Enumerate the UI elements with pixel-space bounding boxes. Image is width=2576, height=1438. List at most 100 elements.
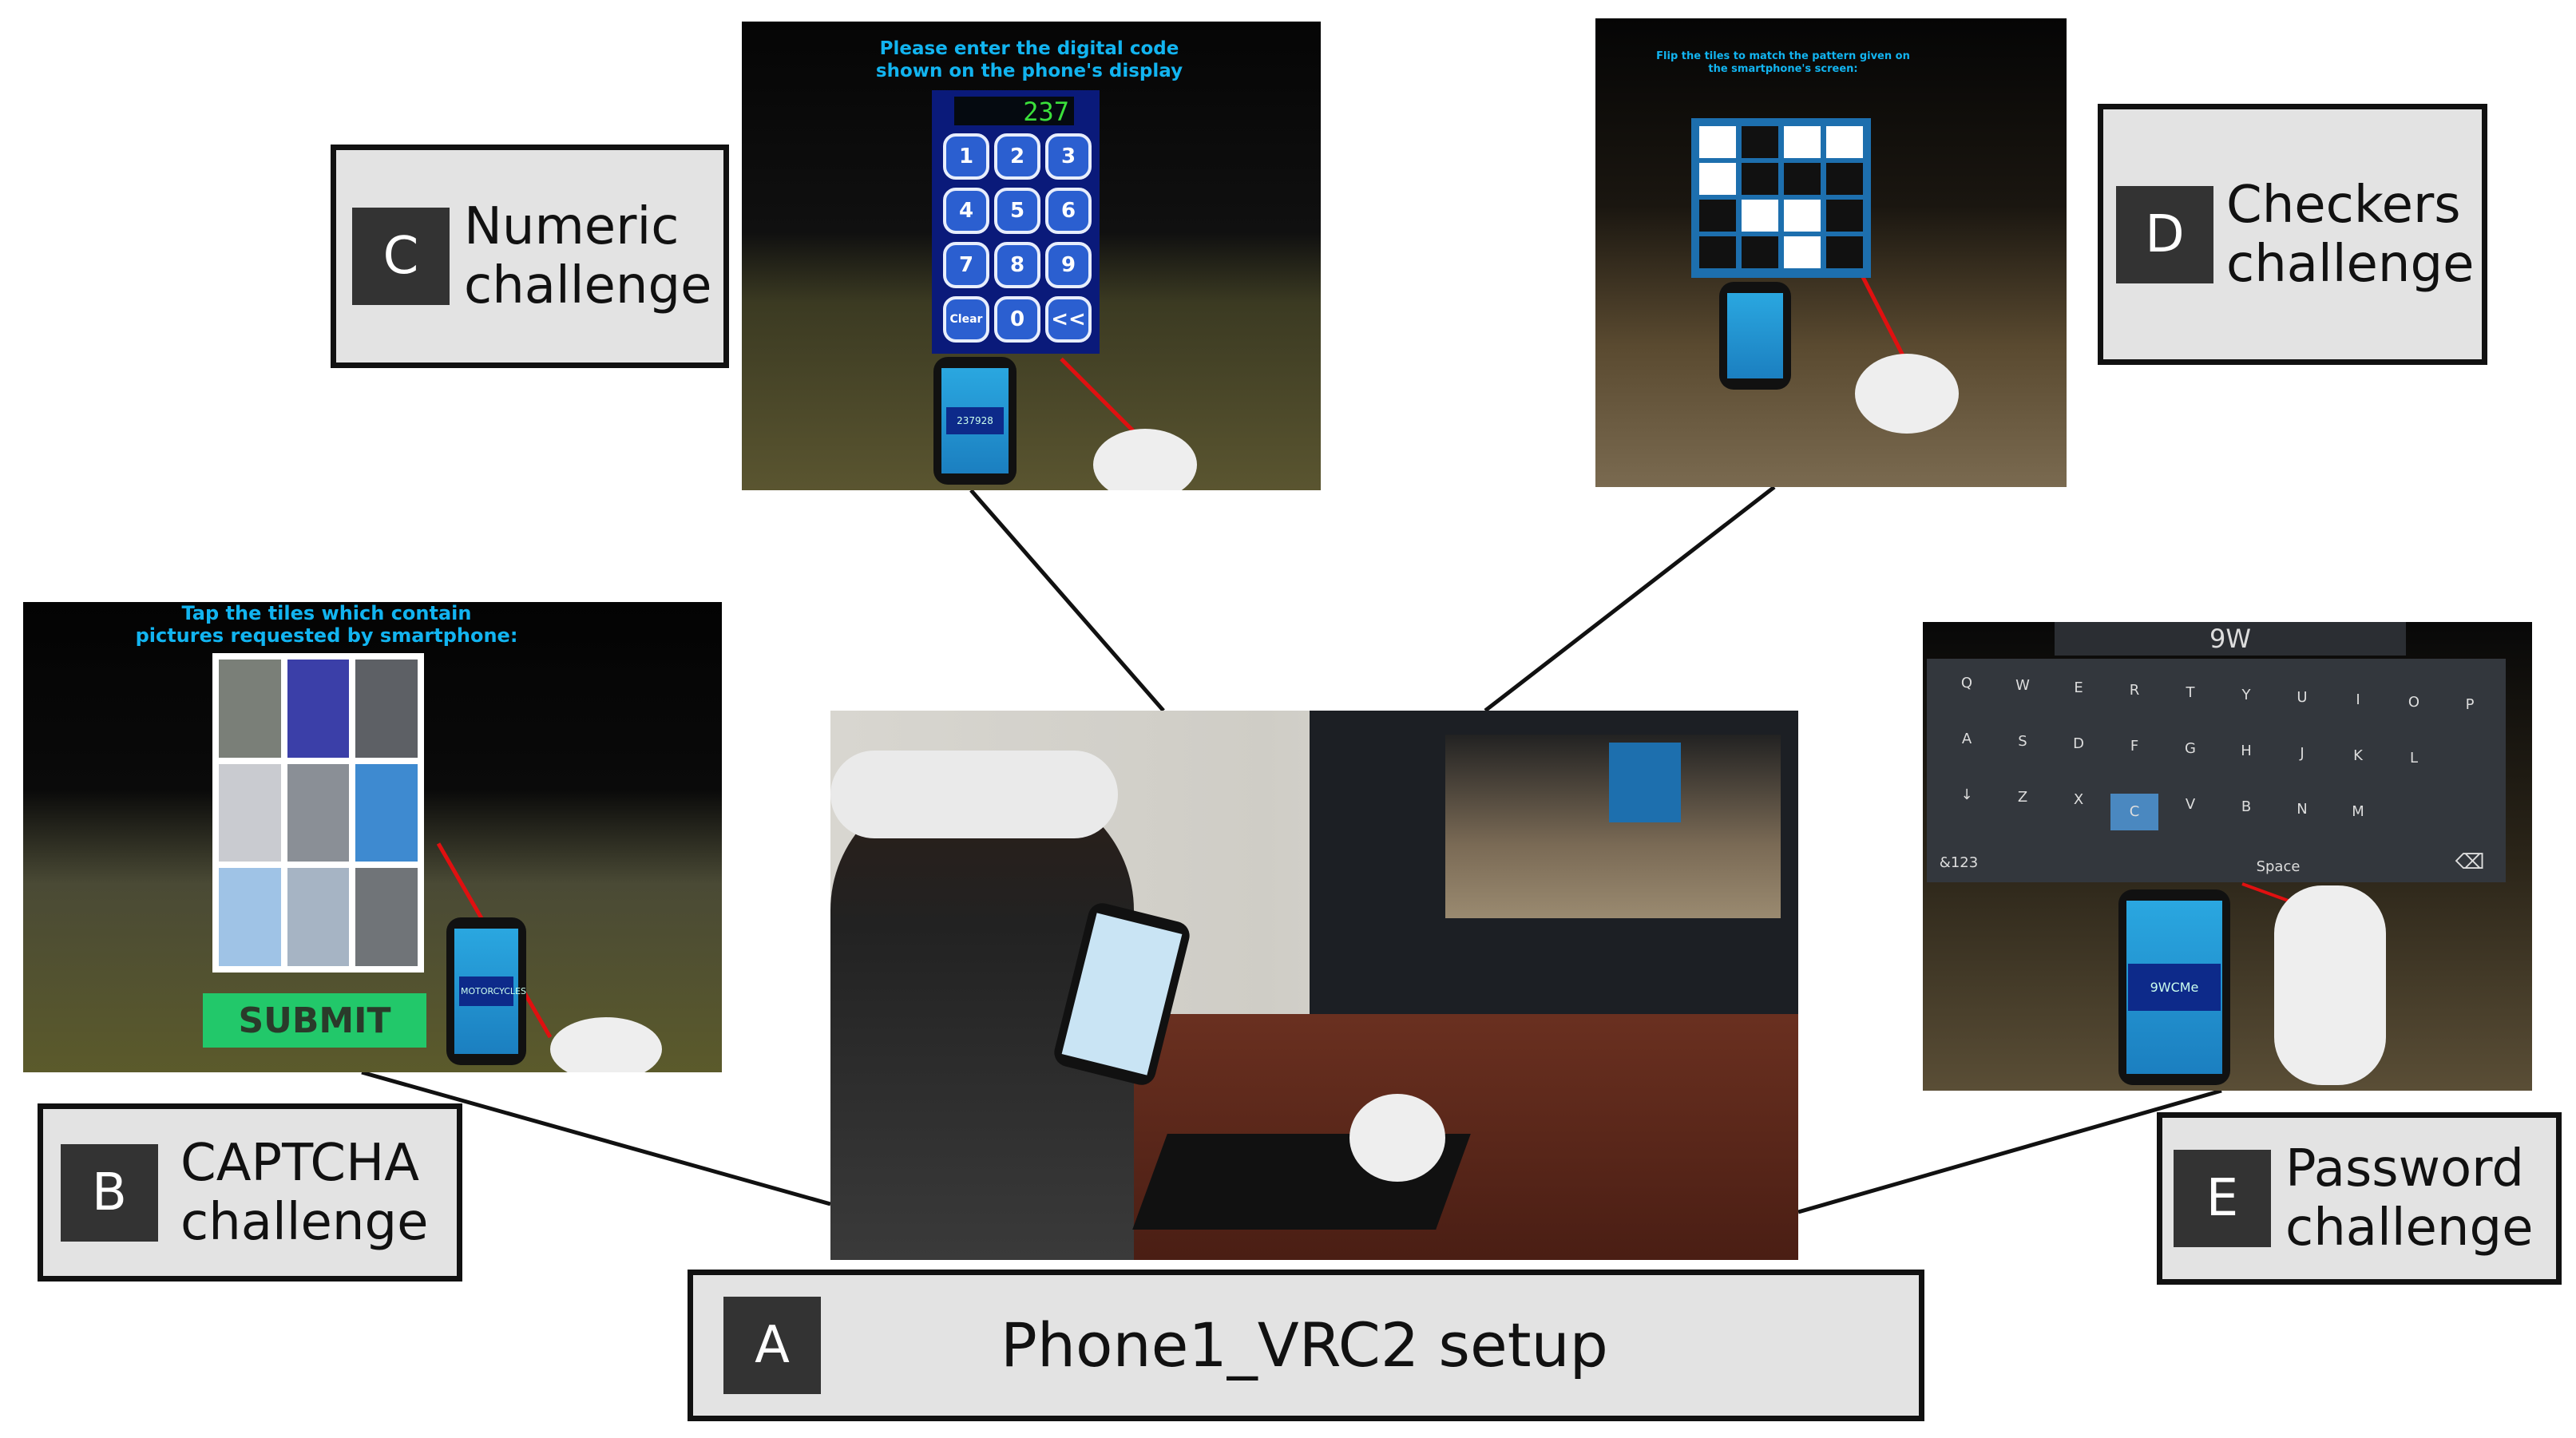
keyboard-key[interactable]: X xyxy=(2073,791,2084,808)
keyboard-key[interactable]: M xyxy=(2352,803,2364,820)
keyboard-key[interactable]: B xyxy=(2241,798,2252,815)
checkers-instruction: Flip the tiles to match the pattern give… xyxy=(1656,50,1910,75)
checker-tile[interactable] xyxy=(1826,163,1863,195)
connector-c xyxy=(969,489,1165,712)
keyboard-key[interactable]: T xyxy=(2186,684,2195,701)
checker-tile[interactable] xyxy=(1742,236,1778,268)
keyboard-key[interactable]: U xyxy=(2297,689,2308,706)
keyboard-key[interactable]: D xyxy=(2073,735,2084,752)
keypad-key[interactable]: 3 xyxy=(1045,133,1092,180)
phone-text: MOTORCYCLES xyxy=(459,976,526,1006)
label-text-line2: challenge xyxy=(180,1192,429,1252)
keypad-key[interactable]: 8 xyxy=(994,242,1040,288)
phone: 237928 xyxy=(933,357,1017,485)
checker-tile[interactable] xyxy=(1699,200,1736,232)
checker-tile[interactable] xyxy=(1699,163,1736,195)
checker-tile[interactable] xyxy=(1826,236,1863,268)
captcha-tile[interactable] xyxy=(287,660,350,758)
captcha-tile[interactable] xyxy=(355,763,418,862)
submit-button[interactable]: SUBMIT xyxy=(203,993,426,1048)
keypad-key[interactable]: 1 xyxy=(943,133,989,180)
checker-tile[interactable] xyxy=(1699,126,1736,158)
captcha-tile[interactable] xyxy=(355,660,418,758)
keypad-key[interactable]: 6 xyxy=(1045,188,1092,234)
captcha-tile[interactable] xyxy=(219,763,281,862)
checkers-challenge-photo: Flip the tiles to match the pattern give… xyxy=(1595,18,2067,487)
keyboard-key[interactable]: J xyxy=(2300,745,2305,762)
keypad-key[interactable]: 7 xyxy=(943,242,989,288)
symbols-key[interactable]: &123 xyxy=(1939,854,1979,871)
label-text: Phone1_VRC2 setup xyxy=(1001,1309,1608,1381)
keyboard-key[interactable]: V xyxy=(2185,796,2196,813)
keyboard-key[interactable]: Y xyxy=(2241,687,2251,703)
keypad-key[interactable]: Clear xyxy=(943,296,989,343)
code-display: 237 xyxy=(954,97,1074,127)
connector-e xyxy=(1797,1088,2222,1214)
backspace-key[interactable]: ⌫ xyxy=(2455,850,2485,874)
vr-controller xyxy=(1349,1094,1445,1182)
keyboard-key[interactable]: I xyxy=(2356,691,2360,708)
keyboard-key[interactable]: P xyxy=(2465,696,2475,713)
keyboard-key[interactable]: Z xyxy=(2017,789,2028,806)
checker-tile[interactable] xyxy=(1826,200,1863,232)
keypad-key[interactable]: 4 xyxy=(943,188,989,234)
label-text-line1: Password xyxy=(2285,1139,2524,1198)
phone: 9WCMe xyxy=(2118,889,2230,1085)
keypad-key[interactable]: 0 xyxy=(994,296,1040,343)
keyboard-key[interactable]: H xyxy=(2241,743,2252,759)
keyboard-key[interactable]: E xyxy=(2074,679,2083,696)
vr-headset xyxy=(830,751,1118,838)
connector-d xyxy=(1484,485,1776,712)
keyboard-key[interactable]: C xyxy=(2110,794,2158,830)
keypad-key[interactable]: 9 xyxy=(1045,242,1092,288)
label-setup: A Phone1_VRC2 setup xyxy=(688,1270,1924,1421)
captcha-challenge-photo: Tap the tiles which contain pictures req… xyxy=(23,602,722,1072)
keypad-key[interactable]: 5 xyxy=(994,188,1040,234)
captcha-instruction-line2: pictures requested by smartphone: xyxy=(135,624,518,647)
keyboard-key[interactable]: W xyxy=(2015,677,2030,694)
keyboard-key[interactable]: O xyxy=(2408,694,2420,711)
monitor xyxy=(1310,711,1798,1014)
numeric-instruction-line2: shown on the phone's display xyxy=(875,61,1183,81)
label-text-line2: challenge xyxy=(2226,234,2475,294)
captcha-tile[interactable] xyxy=(219,868,281,966)
keyboard-key[interactable]: G xyxy=(2185,740,2196,757)
phone-code: 9WCMe xyxy=(2128,964,2221,1011)
keyboard-key[interactable]: N xyxy=(2297,801,2308,818)
checker-tile[interactable] xyxy=(1742,200,1778,232)
checker-tile[interactable] xyxy=(1826,126,1863,158)
checker-tile[interactable] xyxy=(1699,236,1736,268)
checker-tile[interactable] xyxy=(1784,236,1821,268)
keyboard-key[interactable]: ↓ xyxy=(1960,786,1973,803)
checker-tile[interactable] xyxy=(1784,200,1821,232)
keypad-key[interactable]: 2 xyxy=(994,133,1040,180)
typed-password-field[interactable]: 9W xyxy=(2055,622,2406,656)
checker-tile[interactable] xyxy=(1784,163,1821,195)
phone xyxy=(1719,282,1791,390)
captcha-tile[interactable] xyxy=(287,763,350,862)
vr-controller xyxy=(1093,429,1197,490)
keyboard-key[interactable]: R xyxy=(2129,682,2140,699)
label-text-line2: challenge xyxy=(2285,1198,2534,1258)
phone-code: 237928 xyxy=(946,407,1004,434)
captcha-tile[interactable] xyxy=(355,868,418,966)
keyboard-key[interactable]: F xyxy=(2130,738,2139,755)
keyboard-key[interactable]: S xyxy=(2018,733,2027,750)
captcha-tile[interactable] xyxy=(287,868,350,966)
label-letter-b: B xyxy=(61,1143,158,1242)
checker-tile[interactable] xyxy=(1784,126,1821,158)
keyboard-key[interactable]: A xyxy=(1961,731,1972,747)
space-key[interactable]: Space xyxy=(2256,858,2301,875)
keyboard-key[interactable]: K xyxy=(2353,747,2363,764)
captcha-tile[interactable] xyxy=(219,660,281,758)
checker-tile[interactable] xyxy=(1742,126,1778,158)
numeric-instruction-line1: Please enter the digital code xyxy=(879,38,1179,59)
keyboard-key[interactable]: Q xyxy=(1960,675,1973,691)
label-text-line1: Checkers xyxy=(2226,175,2461,235)
checker-tile[interactable] xyxy=(1742,163,1778,195)
keypad-key[interactable]: << xyxy=(1045,296,1092,343)
keyboard-key[interactable]: L xyxy=(2409,750,2419,767)
